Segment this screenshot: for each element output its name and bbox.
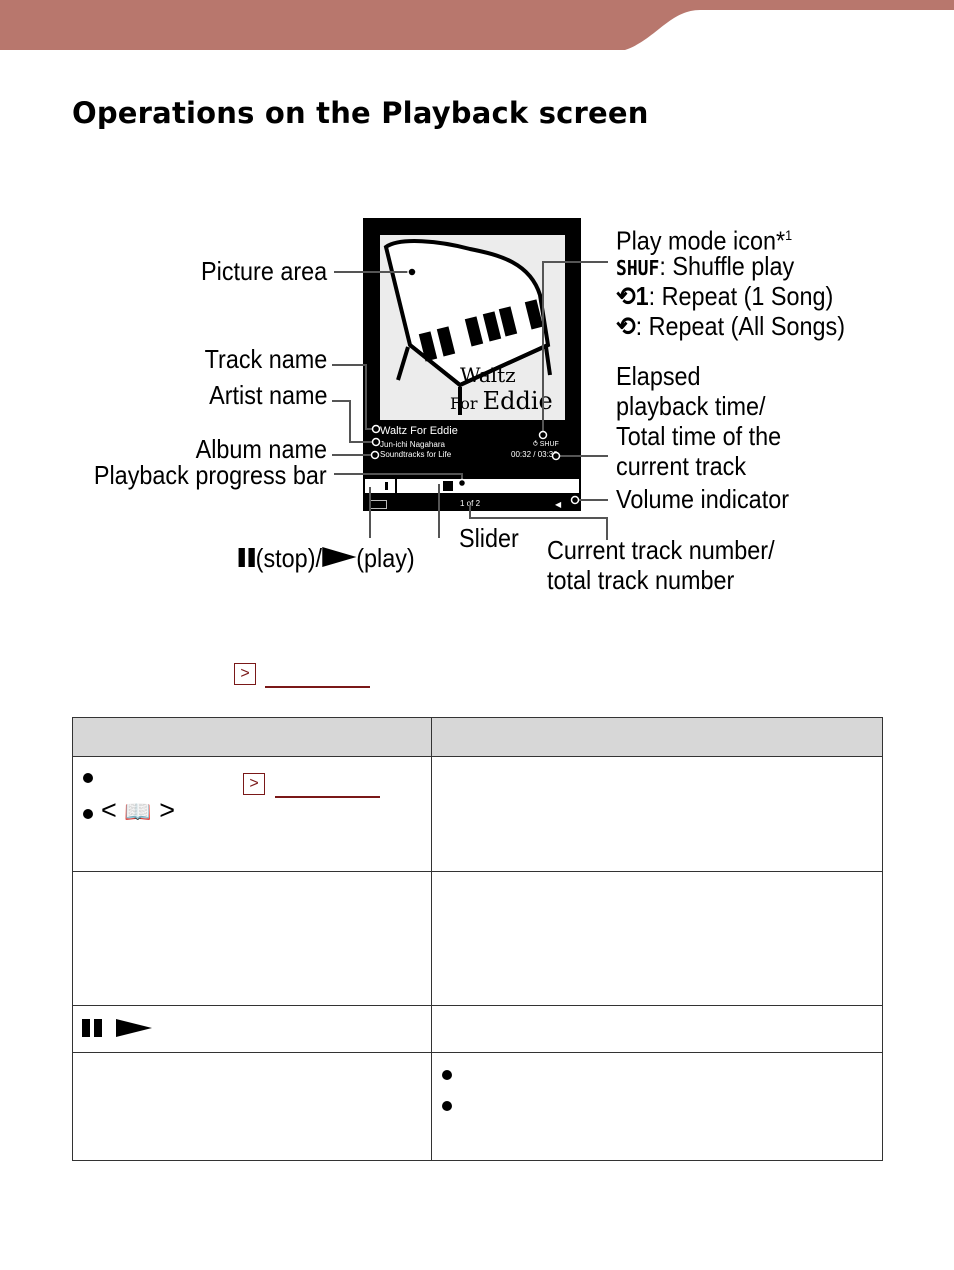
pause-icon-bar2	[248, 548, 256, 567]
device-screen: Waltz For Eddie Waltz For Eddie Jun-ichi…	[363, 218, 581, 511]
shuf-icon: SHUF	[616, 256, 660, 280]
screen-battery-icon	[369, 500, 387, 509]
book-icon: 📖	[124, 799, 152, 824]
piano-artwork	[383, 239, 552, 415]
label-play-mode: Play mode icon*1	[616, 220, 792, 256]
table-header-row	[72, 717, 883, 757]
label-shuffle: SHUF: Shuffle play	[616, 251, 794, 283]
label-track-number: Current track number/ total track number	[547, 535, 775, 595]
manual-symbol: < 📖 >	[101, 795, 175, 825]
pause-icon	[238, 548, 246, 567]
page-ref-link[interactable]	[265, 686, 370, 688]
page-title: Operations on the Playback screen	[72, 96, 649, 130]
label-track-name: Track name	[204, 344, 327, 374]
header-band	[0, 0, 954, 50]
screen-repeat-icon: ⥀	[533, 441, 538, 448]
label-artist-name: Artist name	[208, 380, 327, 410]
label-repeat-one: ⟲1: Repeat (1 Song)	[616, 281, 833, 311]
bullet	[442, 1070, 452, 1080]
pause-play-icons	[82, 1019, 152, 1042]
screen-progress-fill	[365, 479, 397, 493]
art-title-eddie: Eddie	[482, 387, 553, 415]
elapsed-line: current track	[616, 451, 747, 481]
page-ref-link[interactable]	[275, 796, 380, 798]
repeat-icon: ⟲	[616, 281, 636, 311]
play-icon	[116, 1019, 152, 1037]
pause-icon	[82, 1019, 90, 1037]
play-mode-title: Play mode icon*	[616, 225, 786, 256]
play-icon	[322, 547, 357, 567]
screen-album-name: Soundtracks for Life	[380, 450, 452, 459]
label-slider: Slider	[459, 523, 519, 553]
screen-volume-icon: ◀	[555, 500, 562, 509]
screen-slider	[443, 481, 453, 491]
elapsed-line: Elapsed	[616, 361, 701, 391]
header-cell-result	[431, 717, 883, 757]
label-repeat-all: ⟲: Repeat (All Songs)	[616, 311, 845, 341]
repeat-all-text: : Repeat (All Songs)	[635, 311, 846, 341]
stop-text: (stop)/	[255, 543, 323, 573]
art-title-line1: Waltz	[460, 363, 516, 387]
table-row	[72, 871, 883, 1006]
table-cell	[431, 1052, 883, 1161]
table-row	[72, 1005, 883, 1053]
elapsed-line: playback time/	[616, 391, 766, 421]
footnote-mark: 1	[785, 227, 793, 243]
operations-table: > < 📖 >	[72, 717, 883, 1161]
track-number-line: total track number	[547, 565, 735, 595]
repeat-all-icon: ⟲	[616, 311, 636, 341]
picture-area: Waltz For Eddie	[380, 235, 565, 420]
screen-progress-bar	[365, 479, 579, 493]
bullet	[442, 1101, 452, 1111]
table-cell	[72, 871, 432, 1006]
label-album-name: Album name	[195, 434, 327, 464]
bullet	[83, 809, 93, 819]
screen-track-count: 1 of 2	[460, 499, 481, 508]
table-cell	[431, 756, 883, 872]
table-cell: > < 📖 >	[72, 756, 432, 872]
repeat-one-text: : Repeat (1 Song)	[648, 281, 834, 311]
play-text: (play)	[356, 543, 415, 573]
elapsed-line: Total time of the	[616, 421, 782, 451]
table-cell	[431, 1005, 883, 1053]
header-cell-action	[72, 717, 432, 757]
table-cell	[431, 871, 883, 1006]
screen-pause-icon	[385, 482, 388, 490]
callout-lines	[332, 261, 608, 540]
table-row	[72, 1052, 883, 1161]
pause-icon-bar2	[94, 1019, 102, 1037]
track-number-line: Current track number/	[547, 535, 775, 565]
bullet	[83, 773, 93, 783]
label-progress-bar: Playback progress bar	[94, 460, 327, 490]
shuffle-text: : Shuffle play	[659, 251, 795, 281]
table-cell	[72, 1005, 432, 1053]
screen-artist-name: Jun-ichi Nagahara	[380, 440, 445, 449]
table-cell	[72, 1052, 432, 1161]
screen-time: 00:32 / 03:30	[511, 450, 558, 459]
table-row: > < 📖 >	[72, 756, 883, 872]
screen-track-name: Waltz For Eddie	[380, 425, 458, 437]
label-elapsed-time: Elapsed playback time/ Total time of the…	[616, 361, 781, 481]
label-stop-play: (stop)/ (play)	[238, 543, 415, 573]
repeat-one-num: 1	[635, 281, 649, 311]
page-ref-icon[interactable]: >	[234, 663, 256, 685]
screen-mode-text: SHUF	[539, 441, 559, 448]
art-title-line2: For Eddie	[450, 387, 553, 415]
art-title-for: For	[450, 394, 478, 413]
label-picture-area: Picture area	[200, 256, 327, 286]
page-ref-icon[interactable]: >	[243, 773, 265, 795]
label-volume: Volume indicator	[616, 484, 790, 514]
screen-play-mode: ⥀ SHUF	[533, 440, 559, 448]
